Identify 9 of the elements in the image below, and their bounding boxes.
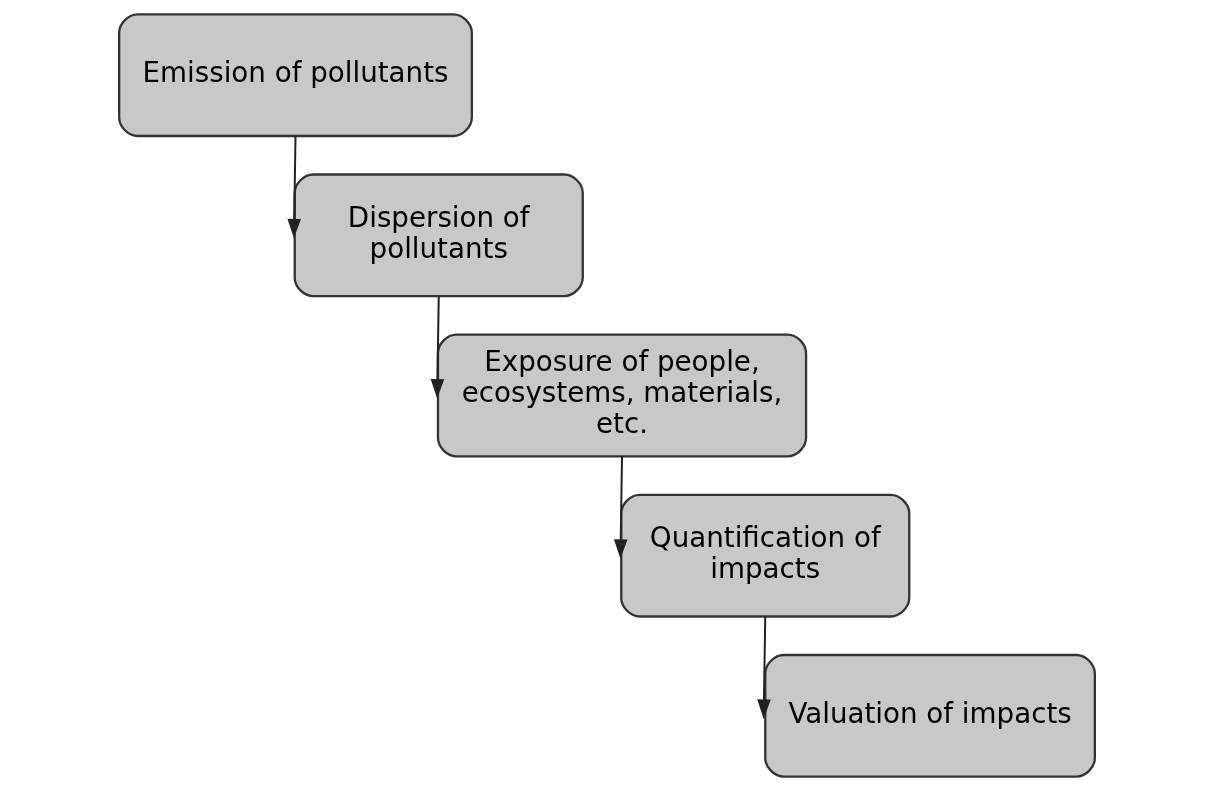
- node-box: Quantification of impacts: [620, 493, 911, 618]
- arrow: [613, 455, 628, 559]
- node-box: Valuation of impacts: [764, 653, 1096, 778]
- arrow: [430, 295, 445, 399]
- node-box: Exposure of people, ecosystems, materials, etc.: [436, 333, 808, 458]
- node-box: Dispersion of pollutants: [293, 173, 584, 298]
- arrow: [757, 615, 771, 719]
- arrow: [287, 135, 301, 239]
- node-box: Emission of pollutants: [118, 13, 473, 138]
